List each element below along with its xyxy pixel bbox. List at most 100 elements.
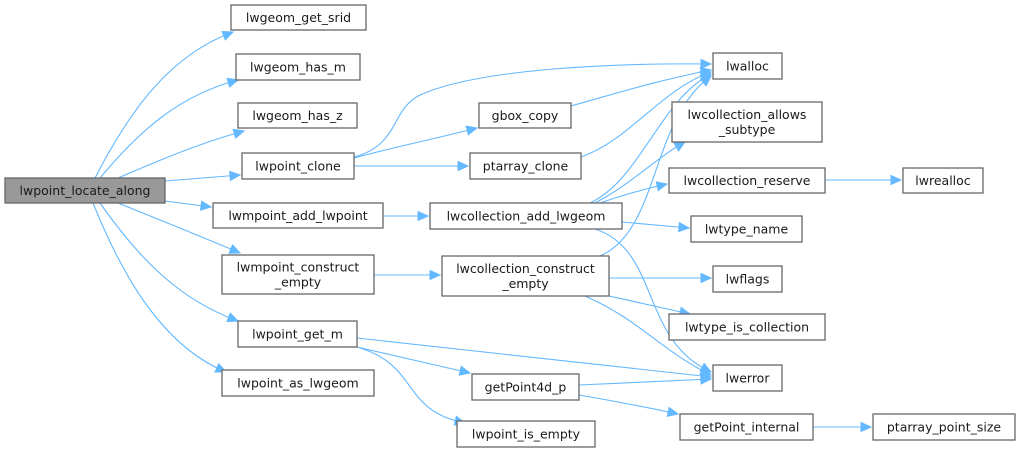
- edges-layer: [92, 30, 903, 433]
- node-lwpoint-locate-along[interactable]: lwpoint_locate_along: [4, 177, 166, 204]
- node-label: lwflags: [726, 272, 770, 287]
- node-label: lwgeom_get_srid: [246, 10, 351, 25]
- node-ptarray-clone[interactable]: ptarray_clone: [469, 152, 582, 180]
- arrowhead-icon: [890, 174, 903, 186]
- node-box[interactable]: [221, 369, 375, 397]
- node-box[interactable]: [679, 413, 814, 441]
- node-box[interactable]: [712, 52, 783, 80]
- node-lwpoint-get-m[interactable]: lwpoint_get_m: [237, 320, 358, 348]
- node-box[interactable]: [478, 102, 572, 129]
- node-box[interactable]: [671, 101, 823, 143]
- edge-lwcollection_construct_empty-to-lwflags: [609, 272, 713, 284]
- node-box[interactable]: [668, 313, 826, 341]
- node-box[interactable]: [872, 413, 1016, 441]
- node-lwpoint-clone[interactable]: lwpoint_clone: [241, 152, 355, 180]
- node-box[interactable]: [230, 4, 367, 31]
- node-box[interactable]: [429, 202, 623, 230]
- edge-line: [353, 63, 712, 158]
- node-lwcollection-add-lwgeom[interactable]: lwcollection_add_lwgeom: [429, 202, 623, 230]
- edge-lwcollection_construct_empty-to-lwtype_is_collection: [608, 295, 692, 317]
- node-getPoint-internal[interactable]: getPoint_internal: [679, 413, 814, 441]
- node-box[interactable]: [221, 254, 375, 295]
- edge-lwpoint_locate_along-to-lwmpoint_construct_empty: [117, 202, 242, 254]
- node-lwgeom-get-srid[interactable]: lwgeom_get_srid: [230, 4, 367, 31]
- node-label: gbox_copy: [492, 108, 559, 123]
- edge-line: [584, 295, 712, 376]
- edge-line: [608, 295, 691, 315]
- arrowhead-icon: [429, 269, 442, 281]
- node-box[interactable]: [902, 167, 984, 194]
- edge-line: [99, 202, 239, 322]
- node-gbox-copy[interactable]: gbox_copy: [478, 102, 572, 129]
- node-lwflags[interactable]: lwflags: [712, 265, 783, 293]
- arrowhead-icon: [673, 141, 687, 152]
- edge-lwcollection_add_lwgeom-to-lwtype_name: [621, 221, 691, 233]
- arrowhead-icon: [700, 58, 713, 70]
- node-label: lwcollection_allows: [688, 107, 807, 122]
- arrowhead-icon: [457, 160, 470, 172]
- edge-line: [164, 174, 241, 182]
- node-box[interactable]: [212, 202, 384, 229]
- node-lwmpoint-construct-empty[interactable]: lwmpoint_construct_empty: [221, 254, 375, 295]
- edge-line: [353, 127, 478, 159]
- edge-lwpoint_get_m-to-getPoint4d_p: [356, 346, 472, 376]
- edge-lwcollection_add_lwgeom-to-lwcollection_reserve: [599, 181, 669, 204]
- node-box[interactable]: [456, 420, 596, 448]
- node-box[interactable]: [469, 152, 582, 180]
- node-box[interactable]: [235, 53, 361, 81]
- node-lwcollection-allows-subtype[interactable]: lwcollection_allows_subtype: [671, 101, 823, 143]
- edge-lwpoint_locate_along-to-lwgeom_has_z: [117, 128, 246, 179]
- node-lwcollection-reserve[interactable]: lwcollection_reserve: [668, 167, 826, 194]
- node-box[interactable]: [712, 265, 783, 293]
- node-label: getPoint_internal: [694, 420, 800, 435]
- edge-lwpoint_clone-to-gbox_copy: [353, 125, 479, 159]
- node-getPoint4d-p[interactable]: getPoint4d_p: [471, 373, 580, 401]
- edge-lwpoint_locate_along-to-lwgeom_has_m: [99, 77, 240, 179]
- node-lwpoint-as-lwgeom[interactable]: lwpoint_as_lwgeom: [221, 369, 375, 397]
- node-lwtype-is-collection[interactable]: lwtype_is_collection: [668, 313, 826, 341]
- edge-getPoint_internal-to-ptarray_point_size: [813, 421, 873, 433]
- node-lwcollection-construct-empty[interactable]: lwcollection_construct_empty: [441, 255, 610, 297]
- node-box[interactable]: [668, 167, 826, 194]
- arrowhead-icon: [699, 75, 712, 87]
- arrowhead-icon: [228, 244, 242, 254]
- node-label: lwmpoint_add_lwpoint: [228, 208, 367, 223]
- edge-getPoint4d_p-to-getPoint_internal: [578, 394, 680, 417]
- edge-lwpoint_locate_along-to-lwgeom_get_srid: [94, 30, 235, 179]
- node-label: lwcollection_construct: [456, 261, 595, 276]
- node-lwrealloc[interactable]: lwrealloc: [902, 167, 984, 194]
- node-lwerror[interactable]: lwerror: [712, 364, 783, 392]
- node-box[interactable]: [237, 320, 358, 348]
- node-box[interactable]: [712, 364, 783, 392]
- node-label: lwcollection_reserve: [684, 173, 811, 188]
- node-ptarray-point-size[interactable]: ptarray_point_size: [872, 413, 1016, 441]
- node-box[interactable]: [241, 152, 355, 180]
- edge-getPoint4d_p-to-lwerror: [578, 374, 713, 386]
- node-lwgeom-has-m[interactable]: lwgeom_has_m: [235, 53, 361, 81]
- arrowhead-icon: [666, 406, 680, 417]
- edge-lwcollection_construct_empty-to-lwalloc: [599, 75, 712, 257]
- node-label: lwrealloc: [915, 173, 971, 188]
- node-box[interactable]: [237, 102, 358, 129]
- node-lwmpoint-add-lwpoint[interactable]: lwmpoint_add_lwpoint: [212, 202, 384, 229]
- nodes-layer: lwpoint_locate_along lwgeom_get_sridlwgeo…: [4, 4, 1016, 448]
- edge-lwmpoint_add_lwpoint-to-lwcollection_add_lwgeom: [383, 210, 430, 222]
- arrowhead-icon: [860, 421, 873, 433]
- edge-lwpoint_locate_along-to-lwpoint_as_lwgeom: [92, 202, 228, 373]
- node-box[interactable]: [690, 215, 803, 243]
- arrowhead-icon: [458, 365, 472, 376]
- edge-lwpoint_clone-to-lwalloc: [353, 58, 713, 158]
- edge-line: [117, 130, 245, 179]
- node-box[interactable]: [471, 373, 580, 401]
- node-lwgeom-has-z[interactable]: lwgeom_has_z: [237, 102, 358, 129]
- node-box[interactable]: [441, 255, 610, 297]
- node-label: lwalloc: [726, 59, 769, 74]
- node-lwalloc[interactable]: lwalloc: [712, 52, 783, 80]
- edge-line: [356, 346, 466, 424]
- node-box[interactable]: [4, 177, 166, 204]
- edge-line: [580, 71, 712, 158]
- edge-lwpoint_locate_along-to-lwmpoint_add_lwpoint: [164, 200, 213, 211]
- node-lwtype-name[interactable]: lwtype_name: [690, 215, 803, 243]
- arrowhead-icon: [226, 77, 240, 88]
- node-lwpoint-is-empty[interactable]: lwpoint_is_empty: [456, 420, 596, 448]
